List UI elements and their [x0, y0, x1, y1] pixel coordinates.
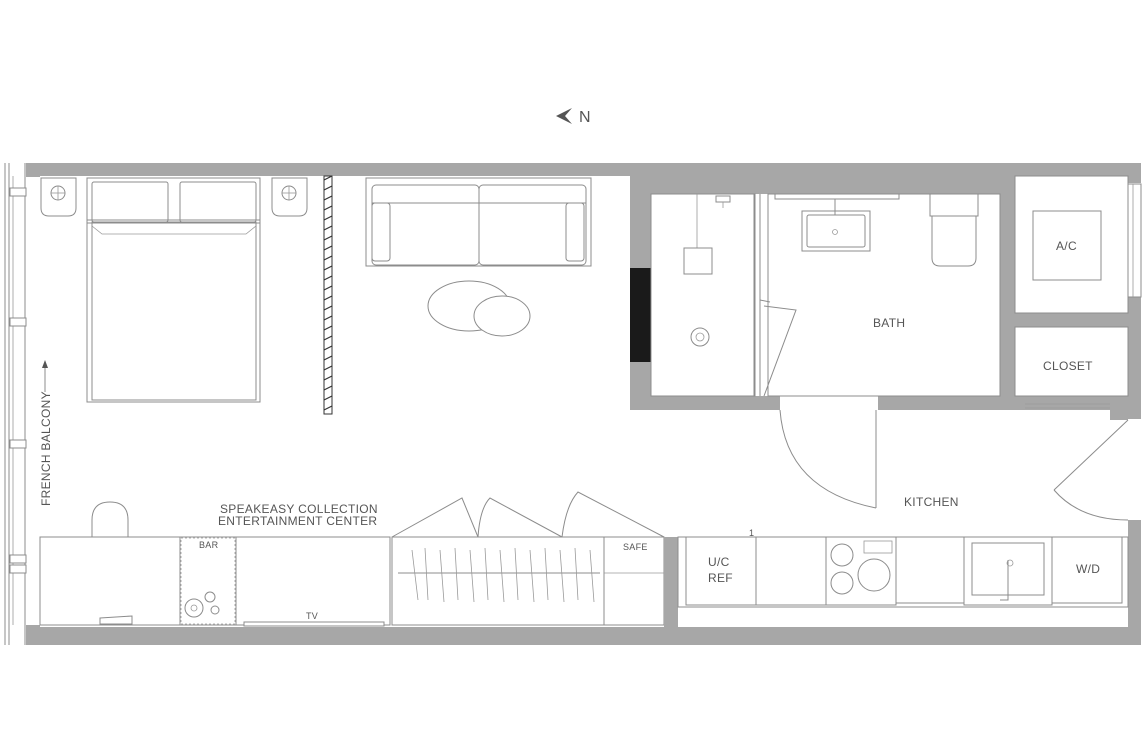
room-label-ac: A/C [1056, 239, 1077, 253]
entry-door [1053, 419, 1129, 521]
balcony-window [4, 163, 27, 645]
north-arrow-icon [556, 108, 572, 124]
interior-walls [630, 176, 1128, 420]
lamp-icon [271, 177, 308, 217]
bath-vanity [767, 193, 1001, 397]
bar-label: BAR [199, 540, 219, 550]
north-label: N [579, 109, 591, 126]
balcony-label: FRENCH BALCONY [39, 391, 53, 506]
room-label-bath: BATH [873, 316, 905, 330]
outer-walls [26, 163, 1141, 645]
washer-dryer-label: W/D [1076, 562, 1100, 576]
refrigerator-label-2: REF [708, 571, 733, 585]
safe-label: SAFE [623, 542, 648, 552]
cabinet-mark: 1 [749, 528, 754, 538]
ottomans [427, 280, 531, 337]
balcony-arrow-icon [42, 360, 48, 392]
entertainment-label-1: SPEAKEASY COLLECTION [220, 502, 378, 516]
bedroom [40, 175, 333, 415]
kitchen-counter [664, 536, 1129, 627]
room-label-closet: CLOSET [1043, 359, 1093, 373]
tv-label: TV [306, 611, 318, 621]
shower [650, 193, 761, 397]
desk-chair [91, 501, 129, 538]
sofa [365, 177, 592, 267]
lamp-icon [40, 177, 77, 217]
entertainment-label-2: ENTERTAINMENT CENTER [218, 514, 377, 528]
refrigerator-label-1: U/C [708, 555, 730, 569]
toilet [929, 193, 979, 267]
entertainment-center [39, 536, 391, 627]
room-label-kitchen: KITCHEN [904, 495, 959, 509]
closet [1014, 326, 1129, 409]
kitchen-entry-door [779, 409, 877, 509]
wardrobe [391, 491, 665, 626]
bath-door [759, 299, 797, 397]
ac-unit [1014, 175, 1142, 314]
